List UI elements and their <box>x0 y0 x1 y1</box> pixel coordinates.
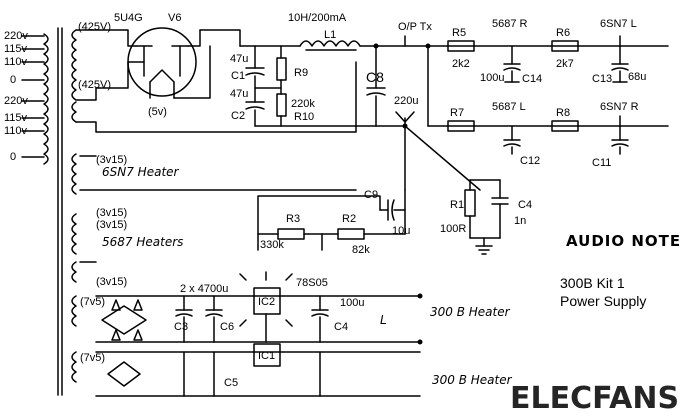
c8-value: 220u <box>394 95 418 107</box>
c2-value: 47u <box>230 88 248 100</box>
elecfans-watermark: ELECFANS <box>510 381 679 416</box>
heater-5687: 5687 Heaters <box>102 235 183 249</box>
r2-ref: R2 <box>342 213 356 225</box>
c2-ref: C2 <box>231 110 245 122</box>
tap-110v-b: 110v <box>4 125 28 137</box>
heater-tap-7v5-b: (7v5) <box>80 352 105 364</box>
c14-value: 100u <box>480 72 504 84</box>
c1-ref: C1 <box>231 70 245 82</box>
c11-ref: C11 <box>592 157 611 169</box>
rectifier-tube: 5U4G V6 (5v) <box>114 12 197 118</box>
c9-value: 10u <box>392 225 410 237</box>
tap-0-a: 0 <box>10 74 16 86</box>
heater-300b: 300 B Heater <box>430 305 511 319</box>
reg-cout: 100u <box>340 297 364 309</box>
choke-value: 10H/200mA <box>288 12 347 24</box>
r1-value: 100R <box>440 223 466 235</box>
decoupling-network: R5 2k2 R6 2k7 5687 R 100u C14 6SN7 L C13… <box>427 18 669 169</box>
c8-capacitor: C8 220u <box>366 45 418 127</box>
reg-c6: C6 <box>220 321 234 333</box>
reg-caps: 2 x 4700u <box>180 283 228 295</box>
rectifier-type: 5U4G <box>114 12 143 24</box>
tap-220v-b: 220v <box>4 95 28 107</box>
heater-tap-7v5-a: (7v5) <box>80 296 105 308</box>
title-line-1: 300B Kit 1 <box>560 275 625 291</box>
hv-tap-bottom: (425V) <box>78 79 111 91</box>
filter-caps: 47u C1 47u C2 R9 220k R10 <box>230 45 357 127</box>
r5-value: 2k2 <box>452 58 470 70</box>
r8-ref: R8 <box>556 107 570 119</box>
r9-value: 220k <box>291 98 315 110</box>
c9-ref: C9 <box>364 189 378 201</box>
reg-c3: C3 <box>174 321 188 333</box>
tube-6sn7r: 6SN7 R <box>600 101 639 113</box>
title-line-2: Power Supply <box>560 293 646 309</box>
reg-ic2: IC2 <box>258 296 275 308</box>
c4-ref: C4 <box>518 199 532 211</box>
r9-ref: R9 <box>294 67 308 79</box>
r2-value: 82k <box>352 244 370 256</box>
r3-ref: R3 <box>286 213 300 225</box>
r5-ref: R5 <box>452 27 466 39</box>
tube-5687r: 5687 R <box>492 18 528 30</box>
tap-220v-a: 220v <box>4 30 28 42</box>
watermark-text: ELECFANS <box>510 381 679 416</box>
heater-tap-3: (3v15) <box>96 219 127 231</box>
audio-note-logo: AUDIO NOTE <box>566 232 680 250</box>
heater-tap-2: (3v15) <box>96 207 127 219</box>
rectifier-ref: V6 <box>168 12 181 24</box>
heater-300b-2: 300 B Heater <box>432 373 513 387</box>
tap-115v-b: 115v <box>4 112 28 124</box>
branding: AUDIO NOTE 300B Kit 1 Power Supply <box>560 232 680 309</box>
r7-ref: R7 <box>450 107 464 119</box>
rectifier-filament: (5v) <box>148 106 167 118</box>
tap-115v-a: 115v <box>4 43 28 55</box>
tap-110v-a: 110v <box>4 56 28 68</box>
reg-c4b: C4 <box>334 321 348 333</box>
bias-network: R3 330k R2 82k C9 10u R1 100R C4 1n <box>257 179 532 256</box>
heater-tap-1: (3v15) <box>96 154 127 166</box>
reg-ic1: IC1 <box>258 350 275 362</box>
hv-tap-top: (425V) <box>78 21 111 33</box>
r6-ref: R6 <box>556 27 570 39</box>
channel-l: L <box>380 313 387 327</box>
mains-transformer: 220v 115v 110v 0 220v 115v 110v 0 (425V)… <box>4 21 127 396</box>
heater-regulator: 2 x 4700u 78S05 C3 C6 IC2 100u C4 <box>79 261 511 345</box>
c4-value: 1n <box>514 215 526 227</box>
heater-tap-4: (3v15) <box>96 276 127 288</box>
c13-value: 68u <box>628 71 646 83</box>
c12-ref: C12 <box>520 155 540 167</box>
choke-ref: L1 <box>324 29 336 41</box>
tube-6sn7l: 6SN7 L <box>600 18 637 30</box>
r3-value: 330k <box>260 239 284 251</box>
r10-ref: R10 <box>294 111 314 123</box>
tap-0-b: 0 <box>10 151 16 163</box>
heater-regulator-2: IC1 C5 300 B Heater <box>95 343 513 397</box>
reg-type: 78S05 <box>296 277 328 289</box>
r6-value: 2k7 <box>556 58 574 70</box>
c13-ref: C13 <box>592 73 612 85</box>
op-tx-label: O/P Tx <box>398 21 432 33</box>
c8-ref: C8 <box>366 69 384 85</box>
reg-c5: C5 <box>224 377 238 389</box>
tube-5687l: 5687 L <box>492 101 526 113</box>
c14-ref: C14 <box>522 73 542 85</box>
choke-l1: 10H/200mA L1 <box>288 12 361 51</box>
r1-ref: R1 <box>450 199 464 211</box>
c1-value: 47u <box>230 53 248 65</box>
heater-6sn7: 6SN7 Heater <box>102 165 180 179</box>
